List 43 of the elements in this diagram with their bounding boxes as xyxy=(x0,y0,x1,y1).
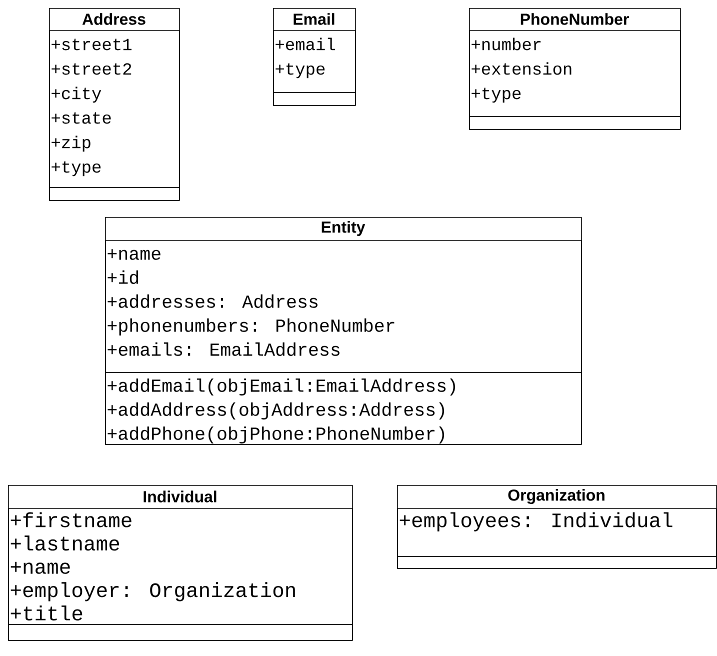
member-compartment xyxy=(273,30,356,93)
member-text: +email xyxy=(276,38,335,50)
member-compartment xyxy=(49,30,180,188)
member-text: +street1 xyxy=(52,38,132,50)
empty-compartment xyxy=(469,116,681,130)
member-text: +addEmail(objEmail:EmailAddress) xyxy=(108,378,455,396)
member-text: +employees: Individual xyxy=(400,512,672,532)
member-text: +extension xyxy=(472,62,572,75)
member-text: +id xyxy=(108,270,138,284)
member-text: +type xyxy=(52,161,101,176)
class-name: Individual xyxy=(144,490,216,502)
empty-compartment xyxy=(397,556,717,569)
member-compartment xyxy=(105,372,582,445)
member-text: +addAddress(objAddress:Address) xyxy=(108,402,444,420)
member-compartment xyxy=(469,30,681,117)
class-name: Address xyxy=(82,13,146,25)
member-text: +name xyxy=(10,562,70,574)
member-text: +street2 xyxy=(52,63,132,75)
member-text: +state xyxy=(52,112,111,124)
class-name: PhoneNumber xyxy=(520,13,629,25)
empty-compartment xyxy=(49,187,180,201)
member-text: +firstname xyxy=(10,512,132,528)
class-name: Entity xyxy=(322,221,366,236)
member-compartment xyxy=(105,240,582,373)
member-text: +lastname xyxy=(10,536,120,551)
member-compartment xyxy=(397,508,717,557)
member-text: +name xyxy=(108,249,160,260)
class-name: Email xyxy=(294,13,334,25)
member-text: +addPhone(objPhone:PhoneNumber) xyxy=(108,426,444,444)
member-text: +city xyxy=(52,86,102,103)
class-name: Organization xyxy=(508,489,604,504)
member-text: +type xyxy=(276,63,325,78)
member-text: +zip xyxy=(52,136,90,152)
member-text: +phonenumbers: PhoneNumber xyxy=(108,318,394,336)
member-text: +emails: EmailAddress xyxy=(108,342,340,356)
member-text: +type xyxy=(472,88,521,103)
member-compartment xyxy=(8,508,353,625)
member-text: +employer: Organization xyxy=(10,582,295,602)
member-text: +number xyxy=(472,38,541,50)
member-text: +title xyxy=(10,605,82,621)
empty-compartment xyxy=(8,624,353,641)
member-text: +addresses: Address xyxy=(108,294,318,308)
empty-compartment xyxy=(273,92,356,106)
